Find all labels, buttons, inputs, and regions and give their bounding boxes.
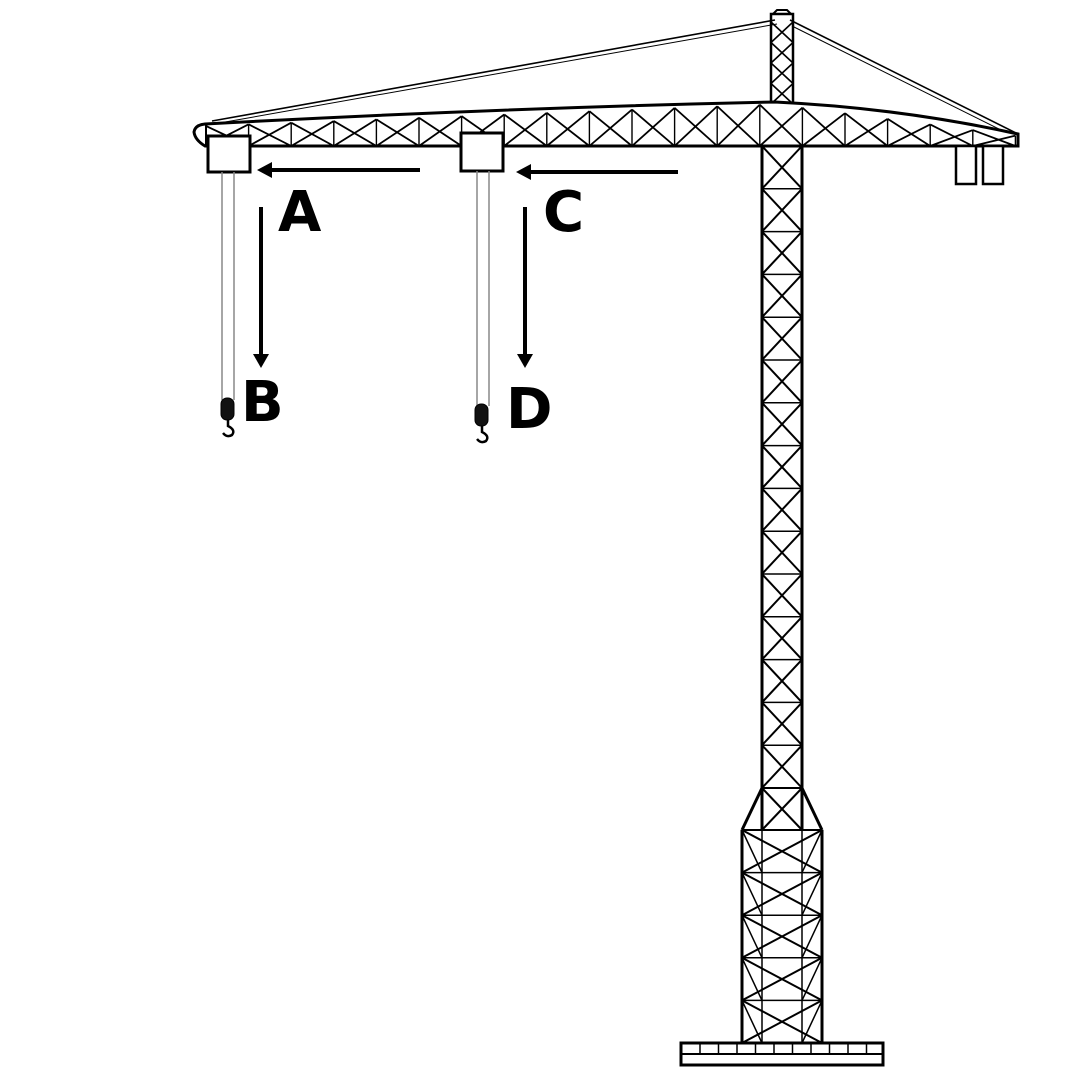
hook-1-icon [220,397,235,438]
tie-ropes [211,19,1019,137]
label-d: D [506,377,552,442]
upper-mast [760,145,804,831]
arrow-a-left [257,162,420,178]
crane-base [679,1041,885,1067]
hook-2-icon [474,403,489,444]
label-c: C [543,180,584,245]
hoist-cable-1 [221,172,235,400]
trolley-2 [459,131,505,173]
trolley-1 [206,134,252,174]
label-b: B [241,370,284,435]
hoist-cable-2 [476,171,490,406]
arrow-b-down [253,207,269,368]
counterweights [954,144,1005,186]
tower-peak [769,9,795,106]
lower-mast [740,787,824,1044]
arrow-c-left [516,164,678,180]
arrow-d-down [517,207,533,368]
jib [192,100,1020,148]
label-a: A [278,180,322,245]
